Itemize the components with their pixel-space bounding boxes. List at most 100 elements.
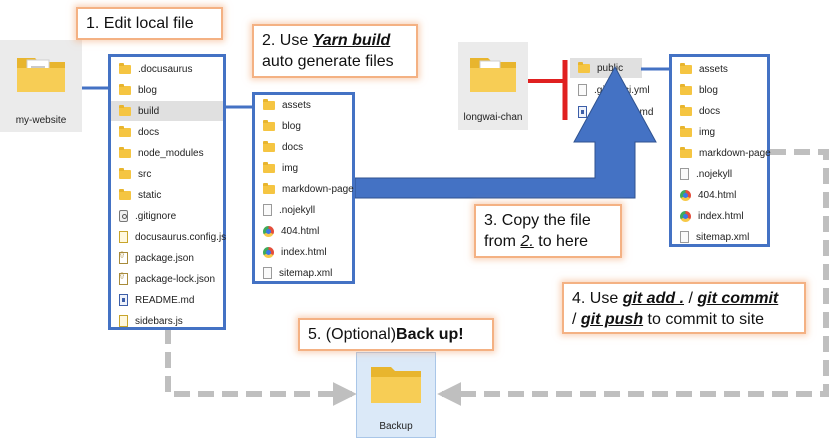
list-item[interactable]: index.html [255,242,352,262]
source-folder-tile[interactable]: my-website [0,40,82,132]
list-item[interactable]: sidebars.js [111,311,223,331]
list-item[interactable]: markdown-page [255,179,354,199]
list-item[interactable]: blog [255,116,352,136]
list-item[interactable]: 404.html [672,185,767,205]
list-item-label: img [282,162,299,174]
file-icon [680,168,689,180]
list-item[interactable]: 404.html [255,221,352,241]
html-file-icon [263,246,274,258]
folder-icon [680,147,692,158]
file-icon [680,231,689,243]
list-item-label: sidebars.js [135,315,183,327]
step-4-command-commit: git commit [697,290,779,307]
folder-icon [470,58,516,92]
list-item[interactable]: img [255,158,352,178]
list-item-label: .gitignore [135,210,177,222]
list-item[interactable]: .nojekyll [672,164,767,184]
list-item-label: .nojekyll [279,204,316,216]
list-item[interactable]: docs [255,137,352,157]
list-item-label: markdown-page [699,147,771,159]
html-file-icon [680,189,691,201]
folder-icon [263,141,275,152]
folder-icon [119,147,131,158]
copy-arrow [354,65,657,199]
list-item-label: .docusaurus [138,63,193,75]
list-item-label: package.json [135,252,194,264]
markdown-file-icon [578,106,587,118]
folder-icon [263,183,275,194]
step-2-command: Yarn build [312,32,391,49]
list-item[interactable]: assets [672,59,767,79]
folder-icon [371,367,421,403]
list-item-label: index.html [281,246,327,258]
source-folder-label: my-website [15,115,67,126]
folder-icon [263,99,275,110]
list-item-label: index.html [698,210,744,222]
list-item[interactable]: sitemap.xml [672,227,767,247]
backup-folder-tile[interactable]: Backup [356,352,436,438]
folder-icon [119,168,131,179]
list-item[interactable]: public [570,58,642,78]
json-file-icon [119,273,128,285]
list-item[interactable]: img [672,122,767,142]
folder-icon [263,162,275,173]
list-item-label: public [597,62,624,74]
build-file-list: assets blog docs img markdown-page .nojekyll 4… [252,92,355,284]
list-item[interactable]: markdown-page [672,143,771,163]
list-item[interactable]: node_modules [111,143,223,163]
list-item[interactable]: assets [255,95,352,115]
site-folder-label: longwai-chan [463,112,523,123]
html-file-icon [263,225,274,237]
list-item-label: docusaurus.config.js [135,231,227,243]
step-4-sep2: / [572,311,581,328]
list-item[interactable]: package-lock.json [111,269,223,289]
list-item[interactable]: blog [111,80,223,100]
folder-icon [680,105,692,116]
list-item[interactable]: .gitignore [111,206,223,226]
folder-icon [263,120,275,131]
gear-file-icon [119,210,128,222]
list-item[interactable]: .docusaurus [111,59,223,79]
file-icon [578,84,587,96]
list-item-label: assets [699,63,728,75]
list-item[interactable]: sitemap.xml [255,263,352,283]
step-3-callout: 3. Copy the file from 2. to here [474,204,622,258]
list-item-label: node_modules [138,147,204,159]
step-1-callout: 1. Edit local file [76,7,223,40]
list-item[interactable]: src [111,164,223,184]
list-item-label: sitemap.xml [279,267,333,279]
folder-icon [119,126,131,137]
step-5-callout: 5. (Optional)Back up! [298,318,494,351]
list-item[interactable]: docs [672,101,767,121]
site-folder-tile[interactable]: longwai-chan [458,42,528,130]
html-file-icon [680,210,691,222]
list-item[interactable]: README.md [111,290,223,310]
list-item-label: docs [699,105,721,117]
commit-dashed-path [437,149,829,406]
list-item-label: blog [699,84,718,96]
step-4-suffix: to commit to site [643,311,765,328]
list-item[interactable]: build [111,101,223,121]
step-4-command-add: git add . [622,290,685,307]
folder-icon [119,63,131,74]
backup-folder-label: Backup [379,421,413,432]
list-item[interactable]: blog [672,80,767,100]
list-item-label: blog [282,120,301,132]
list-item[interactable]: .nojekyll [255,200,352,220]
folder-icon [680,126,692,137]
folder-icon [119,84,131,95]
step-3-ref: 2. [520,233,534,250]
list-item[interactable]: docs [111,122,223,142]
list-item[interactable]: index.html [672,206,767,226]
step-3-line1: 3. Copy the file [484,212,591,229]
list-item[interactable]: static [111,185,223,205]
folder-icon [680,84,692,95]
list-item[interactable]: package.json [111,248,223,268]
list-item[interactable]: docusaurus.config.js [111,227,227,247]
list-item-label: blog [138,84,157,96]
list-item-label: sitemap.xml [696,231,750,243]
file-icon [263,204,272,216]
